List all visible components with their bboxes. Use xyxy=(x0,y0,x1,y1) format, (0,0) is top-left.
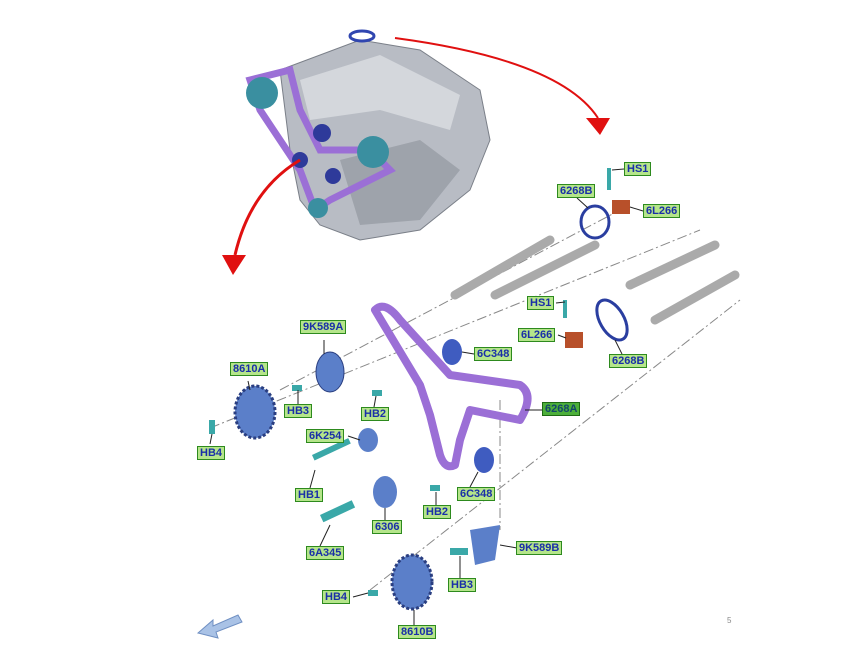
callout-6k254[interactable]: 6K254 xyxy=(306,429,345,443)
idler-6c348-top-icon xyxy=(442,339,462,365)
pulley-9k589b-icon xyxy=(470,525,500,565)
callout-hb3[interactable]: HB3 xyxy=(284,404,313,418)
navigation-arrow-icon[interactable] xyxy=(196,614,243,639)
bolt-icon xyxy=(292,385,302,391)
callout-8610b[interactable]: 8610B xyxy=(398,625,437,639)
callout-hs1[interactable]: HS1 xyxy=(527,296,555,310)
leader-lines xyxy=(209,168,644,625)
callout-6c348[interactable]: 6C348 xyxy=(457,487,496,501)
engine-pulley-icon xyxy=(357,136,389,168)
callout-9k589b[interactable]: 9K589B xyxy=(516,541,563,555)
callout-6c348[interactable]: 6C348 xyxy=(474,347,513,361)
red-arrow-left-icon xyxy=(233,158,301,256)
bolt-icon xyxy=(430,485,440,491)
callout-9k589a[interactable]: 9K589A xyxy=(300,320,347,334)
callout-6306[interactable]: 6306 xyxy=(372,520,403,534)
pulley-9k589a-icon xyxy=(315,351,345,393)
callout-6l266[interactable]: 6L266 xyxy=(643,204,681,218)
bracket-6l266-mid-icon xyxy=(565,332,583,348)
engine-pulley-icon xyxy=(325,168,341,184)
bolt-icon xyxy=(319,500,356,523)
callout-6268a-selected[interactable]: 6268A xyxy=(542,402,581,416)
timing-belt-6268a-icon xyxy=(371,302,532,471)
callout-hs1[interactable]: HS1 xyxy=(624,162,652,176)
idler-6k254-icon xyxy=(358,428,378,452)
engine-belt-illustration xyxy=(245,65,396,216)
bolts xyxy=(209,385,468,596)
callout-hb2[interactable]: HB2 xyxy=(423,505,452,519)
callout-8610a[interactable]: 8610A xyxy=(230,362,269,376)
camshaft-icon xyxy=(450,235,740,325)
tensioner-6306-icon xyxy=(373,476,397,508)
axis-lines xyxy=(209,209,741,591)
sprocket-8610b-icon xyxy=(390,553,434,611)
bolt-icon xyxy=(312,438,351,461)
seal-6268b-top-icon xyxy=(579,204,611,240)
callout-6268b[interactable]: 6268B xyxy=(557,184,596,198)
callout-6268b[interactable]: 6268B xyxy=(609,354,648,368)
callout-hb4[interactable]: HB4 xyxy=(197,446,226,460)
bolt-icon xyxy=(209,420,215,434)
callout-hb4[interactable]: HB4 xyxy=(322,590,351,604)
callout-6l266[interactable]: 6L266 xyxy=(518,328,556,342)
engine-pulley-icon xyxy=(313,124,331,142)
seal-6268b-mid-icon xyxy=(595,298,629,342)
bolt-icon xyxy=(372,390,382,396)
callout-hb1[interactable]: HB1 xyxy=(295,488,324,502)
red-arrow-right-head-icon xyxy=(586,118,610,135)
bolt-icon xyxy=(450,548,468,555)
engine-seal-icon xyxy=(348,29,376,43)
bracket-6l266-top-icon xyxy=(612,200,630,214)
engine-pulley-icon xyxy=(308,198,328,218)
callout-hb2[interactable]: HB2 xyxy=(361,407,390,421)
sprocket-8610a-icon xyxy=(233,384,277,440)
bolt-icon xyxy=(368,590,378,596)
engine-pulley-icon xyxy=(246,77,278,109)
callout-6a345[interactable]: 6A345 xyxy=(306,546,345,560)
bolt-hs1-top-icon xyxy=(607,168,611,190)
red-arrow-left-head-icon xyxy=(222,255,246,275)
corner-note: 5 xyxy=(727,616,732,625)
callout-hb3[interactable]: HB3 xyxy=(448,578,477,592)
bolt-hs1-mid-icon xyxy=(563,300,567,318)
red-arrow-right-icon xyxy=(394,37,599,119)
idler-6c348-bottom-icon xyxy=(474,447,494,473)
